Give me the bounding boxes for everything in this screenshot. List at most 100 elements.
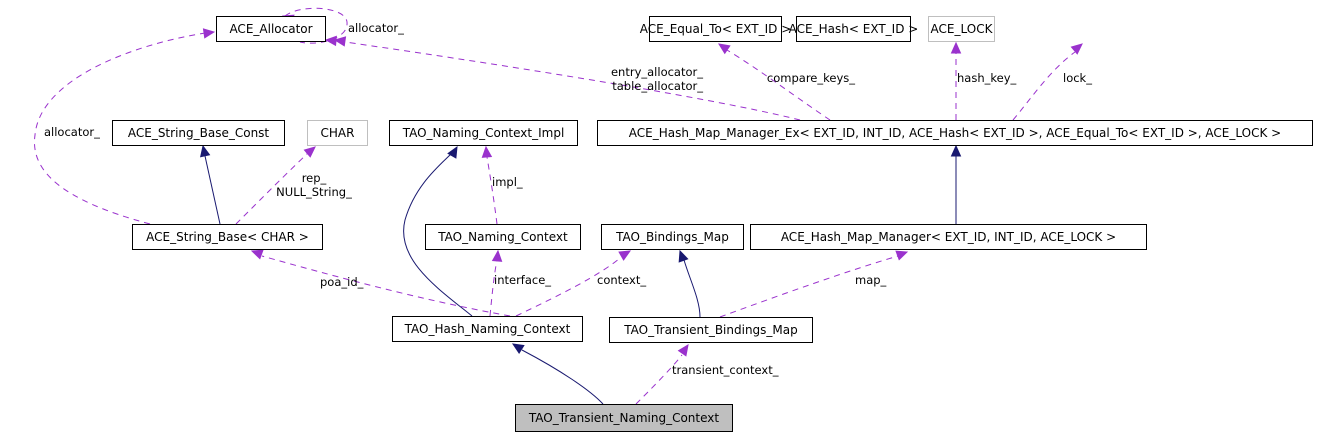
node-label: ACE_LOCK — [931, 22, 994, 36]
edge-line — [683, 259, 701, 318]
node-label: ACE_Equal_To< EXT_ID > — [640, 22, 792, 36]
node-label: TAO_Naming_Context — [437, 230, 568, 244]
edge-label: poa_id_ — [320, 275, 364, 289]
node-label: ACE_Hash< EXT_ID > — [789, 22, 919, 36]
arrowhead-icon — [324, 35, 337, 47]
edge-line — [235, 152, 309, 225]
node-box[interactable] — [216, 16, 326, 42]
node-label: TAO_Bindings_Map — [615, 230, 729, 244]
edge-line — [1012, 51, 1076, 121]
node-label: ACE_Hash_Map_Manager_Ex< EXT_ID, INT_ID,… — [629, 126, 1281, 140]
edge-line — [489, 259, 498, 317]
usage-edge-e-hmmex-lock — [1012, 43, 1083, 121]
arrowhead-icon — [895, 250, 909, 261]
node-box[interactable] — [112, 120, 285, 146]
node-box[interactable] — [796, 16, 911, 42]
node-box[interactable] — [307, 120, 368, 146]
edge-line — [726, 49, 831, 121]
edge-line — [521, 349, 604, 405]
node-char[interactable]: CHAR — [307, 120, 368, 146]
inheritance-edge-e-sb-const — [200, 144, 221, 225]
node-ace-hash[interactable]: ACE_Hash< EXT_ID > — [789, 16, 919, 42]
edge-label: impl_ — [492, 175, 523, 189]
edge-label: lock_ — [1063, 71, 1092, 85]
edge-label: allocator_ — [44, 125, 100, 139]
arrowhead-icon — [447, 145, 458, 159]
edge-label: map_ — [855, 273, 887, 287]
arrowhead-icon — [950, 41, 962, 54]
node-tao-transient-naming-context[interactable]: TAO_Transient_Naming_Context — [515, 404, 733, 432]
arrowhead-icon — [950, 144, 962, 157]
node-box[interactable] — [425, 224, 581, 250]
edge-label: NULL_String_ — [276, 185, 352, 199]
edge-label: context_ — [597, 273, 646, 287]
node-tao-hash-naming-context[interactable]: TAO_Hash_Naming_Context — [392, 316, 583, 342]
edge-label: hash_key_ — [957, 71, 1016, 85]
inheritance-edge-e-hnc-impl — [403, 145, 473, 317]
arrowhead-icon — [303, 146, 316, 158]
node-box[interactable] — [601, 224, 744, 250]
node-ace-string-base-const[interactable]: ACE_String_Base_Const — [112, 120, 285, 146]
node-box[interactable] — [928, 16, 995, 42]
node-box[interactable] — [515, 404, 733, 432]
usage-edge-e-hmmex-equal — [717, 43, 831, 121]
node-ace-lock[interactable]: ACE_LOCK — [928, 16, 995, 42]
arrowhead-icon — [202, 28, 216, 39]
edge-line — [261, 255, 511, 317]
edge-line — [486, 156, 498, 225]
edge-label: allocator_ — [348, 21, 404, 35]
node-ace-string-base[interactable]: ACE_String_Base< CHAR > — [132, 224, 323, 250]
arrowhead-icon — [250, 249, 264, 260]
node-tao-transient-bindings-map[interactable]: TAO_Transient_Bindings_Map — [609, 317, 813, 343]
usage-edge-e-sb-alloc — [33, 28, 216, 225]
node-box[interactable] — [392, 316, 583, 342]
node-box[interactable] — [597, 120, 1313, 146]
arrowhead-icon — [491, 249, 503, 262]
node-label: ACE_String_Base_Const — [128, 126, 270, 140]
node-box[interactable] — [132, 224, 323, 250]
node-ace-hash-map-manager[interactable]: ACE_Hash_Map_Manager< EXT_ID, INT_ID, AC… — [750, 224, 1147, 250]
usage-edge-e-nc-impl — [481, 145, 498, 225]
node-box[interactable] — [389, 120, 578, 146]
edge-line — [33, 32, 206, 225]
inheritance-edge-e-tnc-hnc — [511, 343, 604, 405]
node-label: TAO_Transient_Naming_Context — [528, 411, 719, 425]
node-ace-equal-to[interactable]: ACE_Equal_To< EXT_ID > — [640, 16, 792, 42]
node-tao-bindings-map[interactable]: TAO_Bindings_Map — [601, 224, 744, 250]
node-label: TAO_Transient_Bindings_Map — [623, 323, 798, 337]
node-box[interactable] — [750, 224, 1147, 250]
arrowhead-icon — [1070, 43, 1083, 55]
node-label: ACE_Allocator — [229, 22, 312, 36]
node-label: ACE_Hash_Map_Manager< EXT_ID, INT_ID, AC… — [781, 230, 1116, 244]
node-tao-naming-context[interactable]: TAO_Naming_Context — [425, 224, 581, 250]
node-tao-naming-context-impl[interactable]: TAO_Naming_Context_Impl — [389, 120, 578, 146]
usage-edge-e-tnc-tbm — [635, 344, 689, 405]
usage-edge-e-tbm-hmm — [719, 250, 909, 318]
node-label: TAO_Naming_Context_Impl — [402, 126, 565, 140]
node-label: CHAR — [321, 126, 355, 140]
arrowhead-icon — [678, 249, 689, 263]
edge-line — [344, 41, 801, 121]
usage-edge-e-hnc-bm — [515, 250, 632, 317]
node-ace-hash-map-manager-ex[interactable]: ACE_Hash_Map_Manager_Ex< EXT_ID, INT_ID,… — [597, 120, 1313, 146]
node-box[interactable] — [609, 317, 813, 343]
edge-label: rep_ — [302, 171, 327, 185]
arrowhead-icon — [333, 36, 347, 47]
usage-edge-e-sb-char — [235, 146, 316, 225]
node-label: TAO_Hash_Naming_Context — [404, 322, 571, 336]
inheritance-edge-e-hmm-hmmex — [950, 144, 962, 224]
edge-label: interface_ — [494, 273, 551, 287]
edges-layer — [33, 7, 1083, 405]
inheritance-edge-e-tbm-bm — [678, 249, 701, 318]
edge-line — [635, 354, 683, 405]
node-box[interactable] — [649, 16, 782, 42]
edge-label: table_allocator_ — [612, 79, 703, 93]
edge-label: compare_keys_ — [767, 71, 855, 85]
edge-line — [284, 7, 348, 44]
edge-line — [515, 257, 621, 317]
node-ace-allocator[interactable]: ACE_Allocator — [216, 16, 326, 42]
arrowhead-icon — [717, 43, 731, 55]
arrowhead-icon — [200, 144, 211, 158]
